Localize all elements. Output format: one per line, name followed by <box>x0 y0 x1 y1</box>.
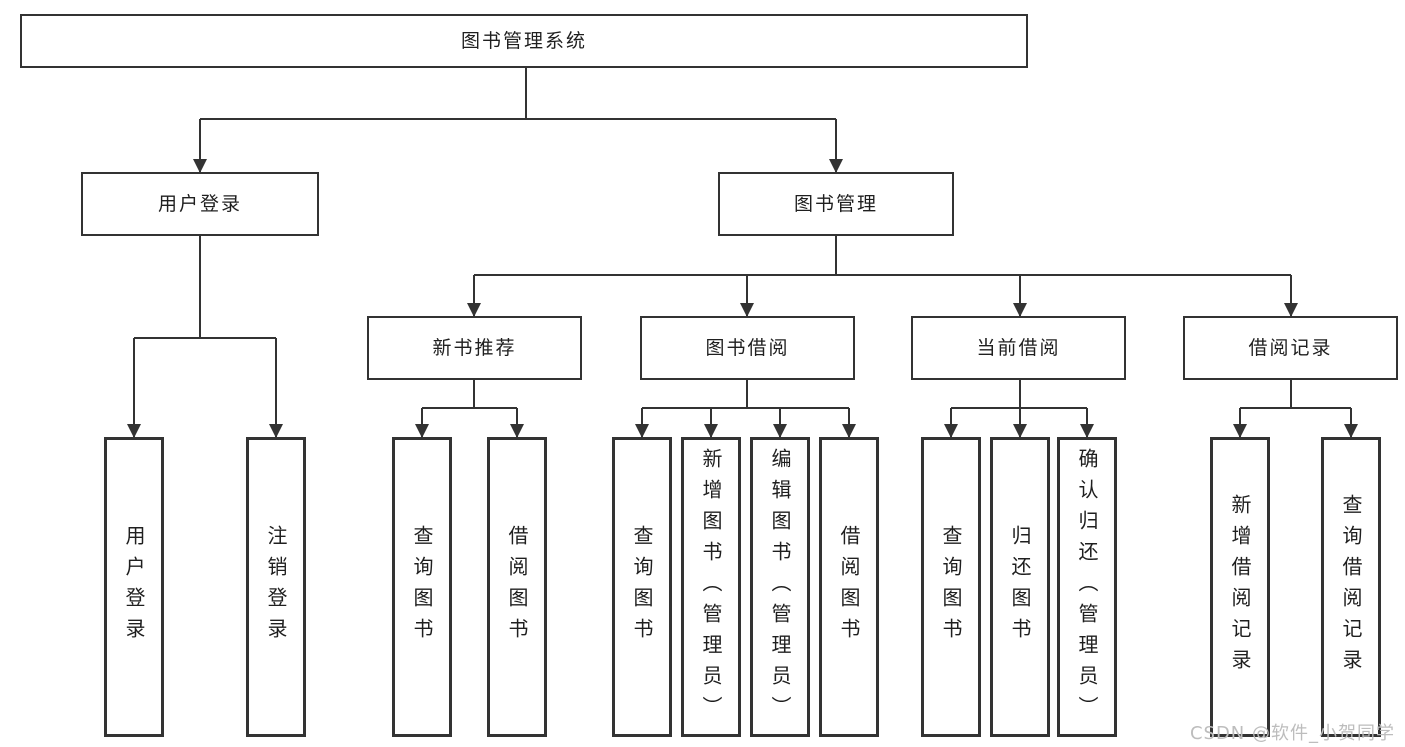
node-user-login: 用户登录 <box>81 172 319 236</box>
leaf-label: 编辑图书（管理员） <box>768 447 792 727</box>
node-book-borrow: 图书借阅 <box>640 316 855 380</box>
node-new-book-recommend: 新书推荐 <box>367 316 582 380</box>
leaf-label: 用户登录 <box>122 525 146 649</box>
leaf-label: 查询图书 <box>630 525 654 649</box>
leaf-edit-book-admin: 编辑图书（管理员） <box>750 437 810 737</box>
node-current-borrow: 当前借阅 <box>911 316 1126 380</box>
node-book-management: 图书管理 <box>718 172 954 236</box>
leaf-return-book: 归还图书 <box>990 437 1050 737</box>
leaf-label: 确认归还（管理员） <box>1075 447 1099 727</box>
leaf-query-books-recommend: 查询图书 <box>392 437 452 737</box>
leaf-label: 借阅图书 <box>505 525 529 649</box>
leaf-borrow-books-recommend: 借阅图书 <box>487 437 547 737</box>
leaf-label: 新增借阅记录 <box>1228 494 1252 680</box>
node-root: 图书管理系统 <box>20 14 1028 68</box>
leaf-label: 查询借阅记录 <box>1339 494 1363 680</box>
leaf-query-borrow-record: 查询借阅记录 <box>1321 437 1381 737</box>
leaf-add-borrow-record: 新增借阅记录 <box>1210 437 1270 737</box>
leaf-label: 归还图书 <box>1008 525 1032 649</box>
leaf-label: 新增图书（管理员） <box>699 447 723 727</box>
leaf-confirm-return-admin: 确认归还（管理员） <box>1057 437 1117 737</box>
leaf-label: 借阅图书 <box>837 525 861 649</box>
leaf-label: 注销登录 <box>264 525 288 649</box>
node-borrow-records: 借阅记录 <box>1183 316 1398 380</box>
leaf-label: 查询图书 <box>939 525 963 649</box>
leaf-logout: 注销登录 <box>246 437 306 737</box>
leaf-query-books-current: 查询图书 <box>921 437 981 737</box>
csdn-watermark: CSDN @软件_小贺同学 <box>1189 723 1395 744</box>
leaf-borrow-books: 借阅图书 <box>819 437 879 737</box>
leaf-add-book-admin: 新增图书（管理员） <box>681 437 741 737</box>
leaf-query-books-borrow: 查询图书 <box>612 437 672 737</box>
leaf-label: 查询图书 <box>410 525 434 649</box>
leaf-user-login: 用户登录 <box>104 437 164 737</box>
